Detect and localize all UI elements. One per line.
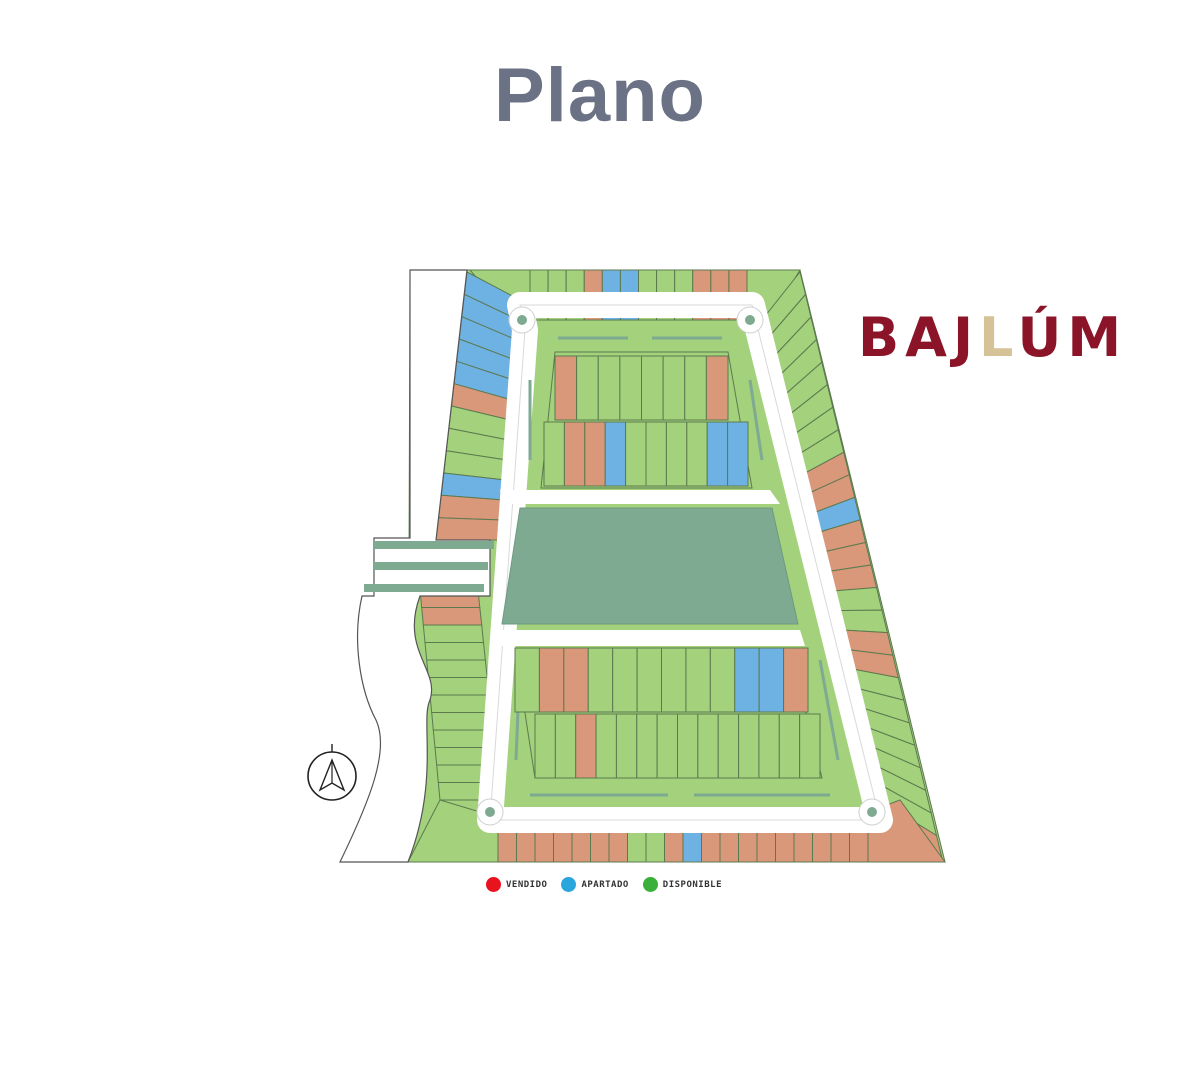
lot-block1-bottom-2: [563, 421, 586, 487]
lot-block1-top-1: [554, 355, 578, 421]
lot-left-upper-11: [438, 494, 504, 521]
legend-dot-reserved: [561, 877, 577, 892]
lot-block1-bottom-5: [625, 421, 647, 487]
lot-left-lower-8: [431, 712, 494, 731]
lot-block2-bottom-12: [758, 713, 780, 779]
north-arrow-icon: [307, 744, 357, 801]
lot-block2-top-4: [587, 647, 614, 713]
lot-left-lower-6: [427, 677, 490, 696]
cross-road-top: [500, 490, 780, 504]
roundabout-center-1: [517, 315, 527, 325]
lot-block1-top-4: [619, 355, 642, 421]
lot-block2-bottom-1: [534, 713, 556, 779]
lot-block2-bottom-6: [636, 713, 658, 779]
legend-dot-sold: [486, 877, 501, 892]
road-network: [364, 292, 893, 833]
page-title: Plano: [494, 53, 706, 138]
lot-block1-top-7: [684, 355, 707, 421]
lot-block1-bottom-8: [686, 421, 708, 487]
lot-block2-bottom-8: [677, 713, 699, 779]
legend-label-reserved: APARTADO: [581, 879, 629, 890]
legend-item-sold: VENDIDO: [486, 877, 547, 892]
access-road-stripe-3: [364, 584, 484, 592]
lot-block1-top-8: [705, 355, 729, 421]
legend-label-available: DISPONIBLE: [662, 879, 722, 890]
legend-item-available: DISPONIBLE: [642, 877, 722, 892]
lot-left-lower-5: [426, 659, 488, 678]
lot-block2-bottom-9: [697, 713, 719, 779]
lot-block1-bottom-3: [584, 421, 606, 487]
lot-block2-bottom-3: [575, 713, 597, 779]
brand-name-part3: ÚM: [1017, 306, 1128, 369]
lot-block1-bottom-10: [727, 421, 749, 487]
lot-block1-bottom-9: [706, 421, 729, 487]
lot-block2-top-10: [734, 647, 760, 713]
lot-block2-bottom-5: [615, 713, 638, 779]
lot-block2-bottom-10: [717, 713, 740, 779]
roundabout-center-4: [867, 807, 877, 817]
legend-dot-available: [642, 877, 658, 892]
lot-block2-bottom-13: [778, 713, 801, 779]
lot-block2-bottom-14: [799, 713, 821, 779]
lot-block1-bottom-4: [604, 421, 627, 487]
brand-wordmark: BAJLÚM: [858, 306, 1121, 369]
road-median-side-4: [818, 659, 840, 761]
lot-block2-top-9: [709, 647, 736, 713]
lot-block2-bottom-7: [656, 713, 679, 779]
access-road-stripe-2: [374, 562, 488, 570]
inner-blocks: [501, 351, 823, 779]
lot-block2-top-5: [612, 647, 638, 713]
legend-item-reserved: APARTADO: [561, 877, 628, 892]
lot-block1-top-5: [641, 355, 664, 421]
brand-name-part2: L: [979, 306, 1018, 369]
lot-block1-top-2: [576, 355, 599, 421]
lot-block2-top-1: [514, 647, 540, 713]
lot-bottom-corner-left: [407, 799, 499, 863]
lot-block1-top-3: [597, 355, 621, 421]
legend-label-sold: VENDIDO: [506, 879, 548, 890]
lot-block2-top-2: [538, 647, 565, 713]
lot-block1-top-6: [662, 355, 686, 421]
lot-block2-top-6: [636, 647, 662, 713]
lot-block2-top-3: [563, 647, 589, 713]
lot-block2-top-7: [661, 647, 687, 713]
lot-left-lower-2: [421, 607, 483, 626]
lot-left-lower-3: [422, 624, 485, 643]
plan-overlay: [307, 744, 357, 801]
lot-left-lower-7: [429, 694, 492, 713]
lot-block2-bottom-11: [738, 713, 760, 779]
roundabout-center-2: [745, 315, 755, 325]
lot-block2-bottom-4: [595, 713, 617, 779]
lot-left-lower-4: [424, 642, 486, 661]
lot-block2-top-8: [685, 647, 711, 713]
cross-road-bottom: [494, 630, 805, 646]
status-legend: VENDIDO APARTADO DISPONIBLE: [486, 877, 722, 892]
lot-block1-bottom-6: [645, 421, 667, 487]
brand-name-part1: BAJ: [858, 306, 980, 369]
access-road-stripe-1: [374, 541, 494, 549]
lot-block2-bottom-2: [554, 713, 577, 779]
lot-block2-top-11: [758, 647, 785, 713]
lot-left-upper-12: [435, 517, 503, 541]
lot-block1-bottom-1: [543, 421, 565, 487]
roundabout-center-3: [485, 807, 495, 817]
central-park: [501, 507, 799, 625]
lot-block2-top-12: [783, 647, 809, 713]
brand-logo: BAJLÚM: [858, 306, 1121, 369]
road-median-side-2: [748, 379, 764, 461]
lot-block1-bottom-7: [665, 421, 688, 487]
